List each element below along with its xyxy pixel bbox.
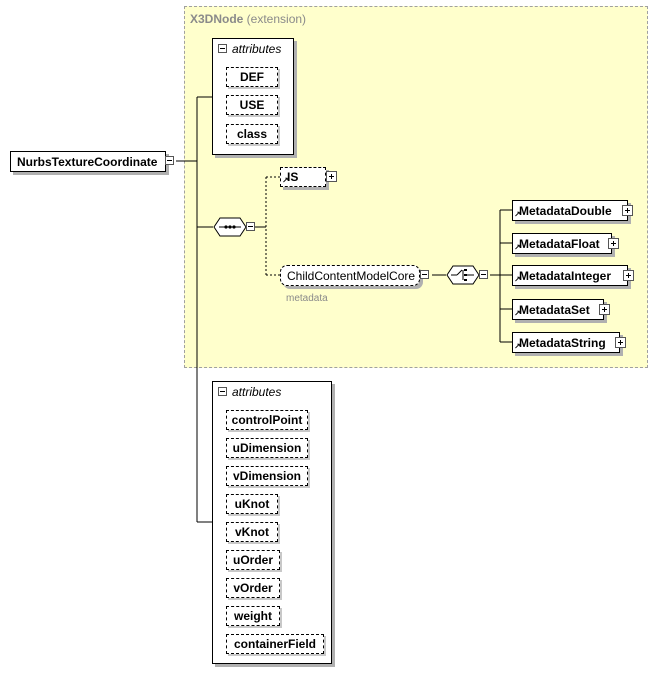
is-element[interactable]: ↗ IS <box>280 167 326 187</box>
extension-suffix: (extension) <box>243 12 307 26</box>
choice-collapse-icon[interactable] <box>479 270 488 279</box>
metadata-double-label: MetadataDouble <box>519 203 612 218</box>
attr-class[interactable]: class <box>226 124 278 144</box>
attr-weight[interactable]: weight <box>226 606 280 626</box>
attr-udimension[interactable]: uDimension <box>226 438 308 458</box>
own-attributes-collapse-icon[interactable] <box>218 387 227 396</box>
attr-use[interactable]: USE <box>226 95 278 115</box>
metadata-double-element[interactable]: ↗ MetadataDouble <box>512 200 628 221</box>
ref-arrow-icon: ↗ <box>514 243 521 252</box>
metadata-set-expand-icon[interactable] <box>599 304 610 315</box>
metadata-set-element[interactable]: ↗ MetadataSet <box>512 299 604 320</box>
attr-vdimension[interactable]: vDimension <box>226 466 308 486</box>
metadata-set-label: MetadataSet <box>519 302 590 317</box>
sequence-compositor[interactable] <box>213 217 247 237</box>
sequence-collapse-icon[interactable] <box>246 222 255 231</box>
is-expand-icon[interactable] <box>326 171 337 182</box>
metadata-string-label: MetadataString <box>519 335 606 350</box>
group-ref-childcontentmodelcore[interactable]: ChildContentModelCore <box>280 265 420 286</box>
metadata-float-expand-icon[interactable] <box>608 238 619 249</box>
root-element-label: NurbsTextureCoordinate <box>17 154 158 169</box>
metadata-string-expand-icon[interactable] <box>615 337 626 348</box>
ext-attributes-header: attributes <box>232 42 282 56</box>
metadata-integer-element[interactable]: ↗ MetadataInteger <box>512 265 628 286</box>
ref-arrow-icon: ↗ <box>514 210 521 219</box>
root-element[interactable]: NurbsTextureCoordinate <box>10 151 166 172</box>
ref-arrow-icon: ↗ <box>514 309 521 318</box>
metadata-float-element[interactable]: ↗ MetadataFloat <box>512 233 612 254</box>
attr-uorder[interactable]: uOrder <box>226 550 280 570</box>
group-ref-label: ChildContentModelCore <box>287 268 416 283</box>
is-element-label: IS <box>287 170 299 184</box>
attr-uknot[interactable]: uKnot <box>226 494 278 514</box>
extension-title: X3DNode (extension) <box>190 12 306 26</box>
attr-controlpoint[interactable]: controlPoint <box>226 410 308 430</box>
ext-attributes-collapse-icon[interactable] <box>218 44 227 53</box>
extension-name: X3DNode <box>190 12 244 26</box>
attr-def[interactable]: DEF <box>226 67 278 87</box>
metadata-integer-label: MetadataInteger <box>519 268 612 283</box>
attr-containerfield[interactable]: containerField <box>226 634 324 654</box>
group-ref-collapse-icon[interactable] <box>420 270 429 279</box>
metadata-double-expand-icon[interactable] <box>622 205 633 216</box>
choice-compositor[interactable] <box>446 265 480 285</box>
own-attributes-header: attributes <box>232 385 282 399</box>
ref-arrow-icon: ↗ <box>514 275 521 284</box>
attr-vknot[interactable]: vKnot <box>226 522 278 542</box>
choice-icon <box>446 265 480 285</box>
metadata-integer-expand-icon[interactable] <box>623 270 634 281</box>
attr-vorder[interactable]: vOrder <box>226 578 280 598</box>
group-ref-sublabel: metadata <box>286 293 328 304</box>
sequence-icon <box>213 217 247 237</box>
root-collapse-icon[interactable] <box>165 156 174 165</box>
metadata-string-element[interactable]: ↗ MetadataString <box>512 332 620 353</box>
ref-arrow-icon: ↗ <box>282 176 289 185</box>
ref-arrow-icon: ↗ <box>514 342 521 351</box>
metadata-float-label: MetadataFloat <box>519 236 600 251</box>
